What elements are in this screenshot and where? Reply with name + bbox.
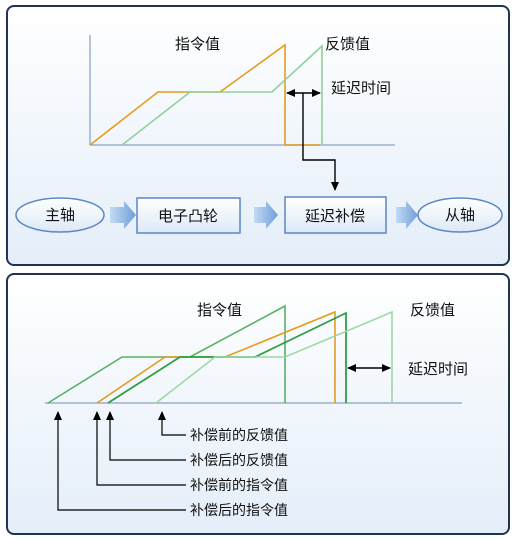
feedback-before-line xyxy=(155,310,393,404)
legend-feedback-before: 补偿前的反馈值 xyxy=(190,427,288,444)
delay-compensation-label: 延迟补偿 xyxy=(305,207,365,225)
top-chart: 指令值 反馈值 延迟时间 xyxy=(89,35,395,191)
top-feedback-line xyxy=(121,44,323,146)
leader-feedback-before xyxy=(158,411,186,436)
bottom-panel xyxy=(6,273,510,535)
bottom-command-label: 指令值 xyxy=(197,301,242,319)
bottom-chart: 指令值 反馈值 延迟时间 补偿前的反馈值 补偿后的反馈值 补偿前的指令值 补偿后… xyxy=(45,301,468,519)
flow-arrow-3 xyxy=(396,201,418,229)
delay-compensation-box xyxy=(284,196,387,234)
electronic-cam-label: 电子凸轮 xyxy=(158,207,218,225)
leader-command-before xyxy=(93,411,186,486)
legend-feedback-after: 补偿后的反馈值 xyxy=(190,453,288,469)
bottom-feedback-label: 反馈值 xyxy=(410,301,455,319)
slave-axis-node xyxy=(417,197,503,233)
command-after-line xyxy=(47,304,286,404)
flow-arrow-1 xyxy=(110,201,136,229)
flow-arrow-2 xyxy=(254,201,278,229)
main-axis-node xyxy=(15,197,105,233)
slave-axis-label: 从轴 xyxy=(445,206,475,224)
feedback-after-line xyxy=(107,311,347,404)
flow-diagram: 主轴 电子凸轮 延迟补偿 从轴 xyxy=(15,196,503,234)
top-delay-label: 延迟时间 xyxy=(331,79,391,97)
top-delay-connector xyxy=(302,93,339,191)
top-command-line xyxy=(89,43,320,146)
bottom-delay-label: 延迟时间 xyxy=(408,360,468,378)
top-feedback-label: 反馈值 xyxy=(325,35,370,53)
legend-command-after: 补偿后的指令值 xyxy=(190,503,288,519)
electronic-cam-box xyxy=(136,197,241,234)
leader-command-after xyxy=(54,411,186,511)
main-axis-label: 主轴 xyxy=(45,206,75,224)
top-command-label: 指令值 xyxy=(175,35,220,53)
leader-feedback-after xyxy=(106,411,186,461)
legend-command-before: 补偿前的指令值 xyxy=(190,477,288,494)
